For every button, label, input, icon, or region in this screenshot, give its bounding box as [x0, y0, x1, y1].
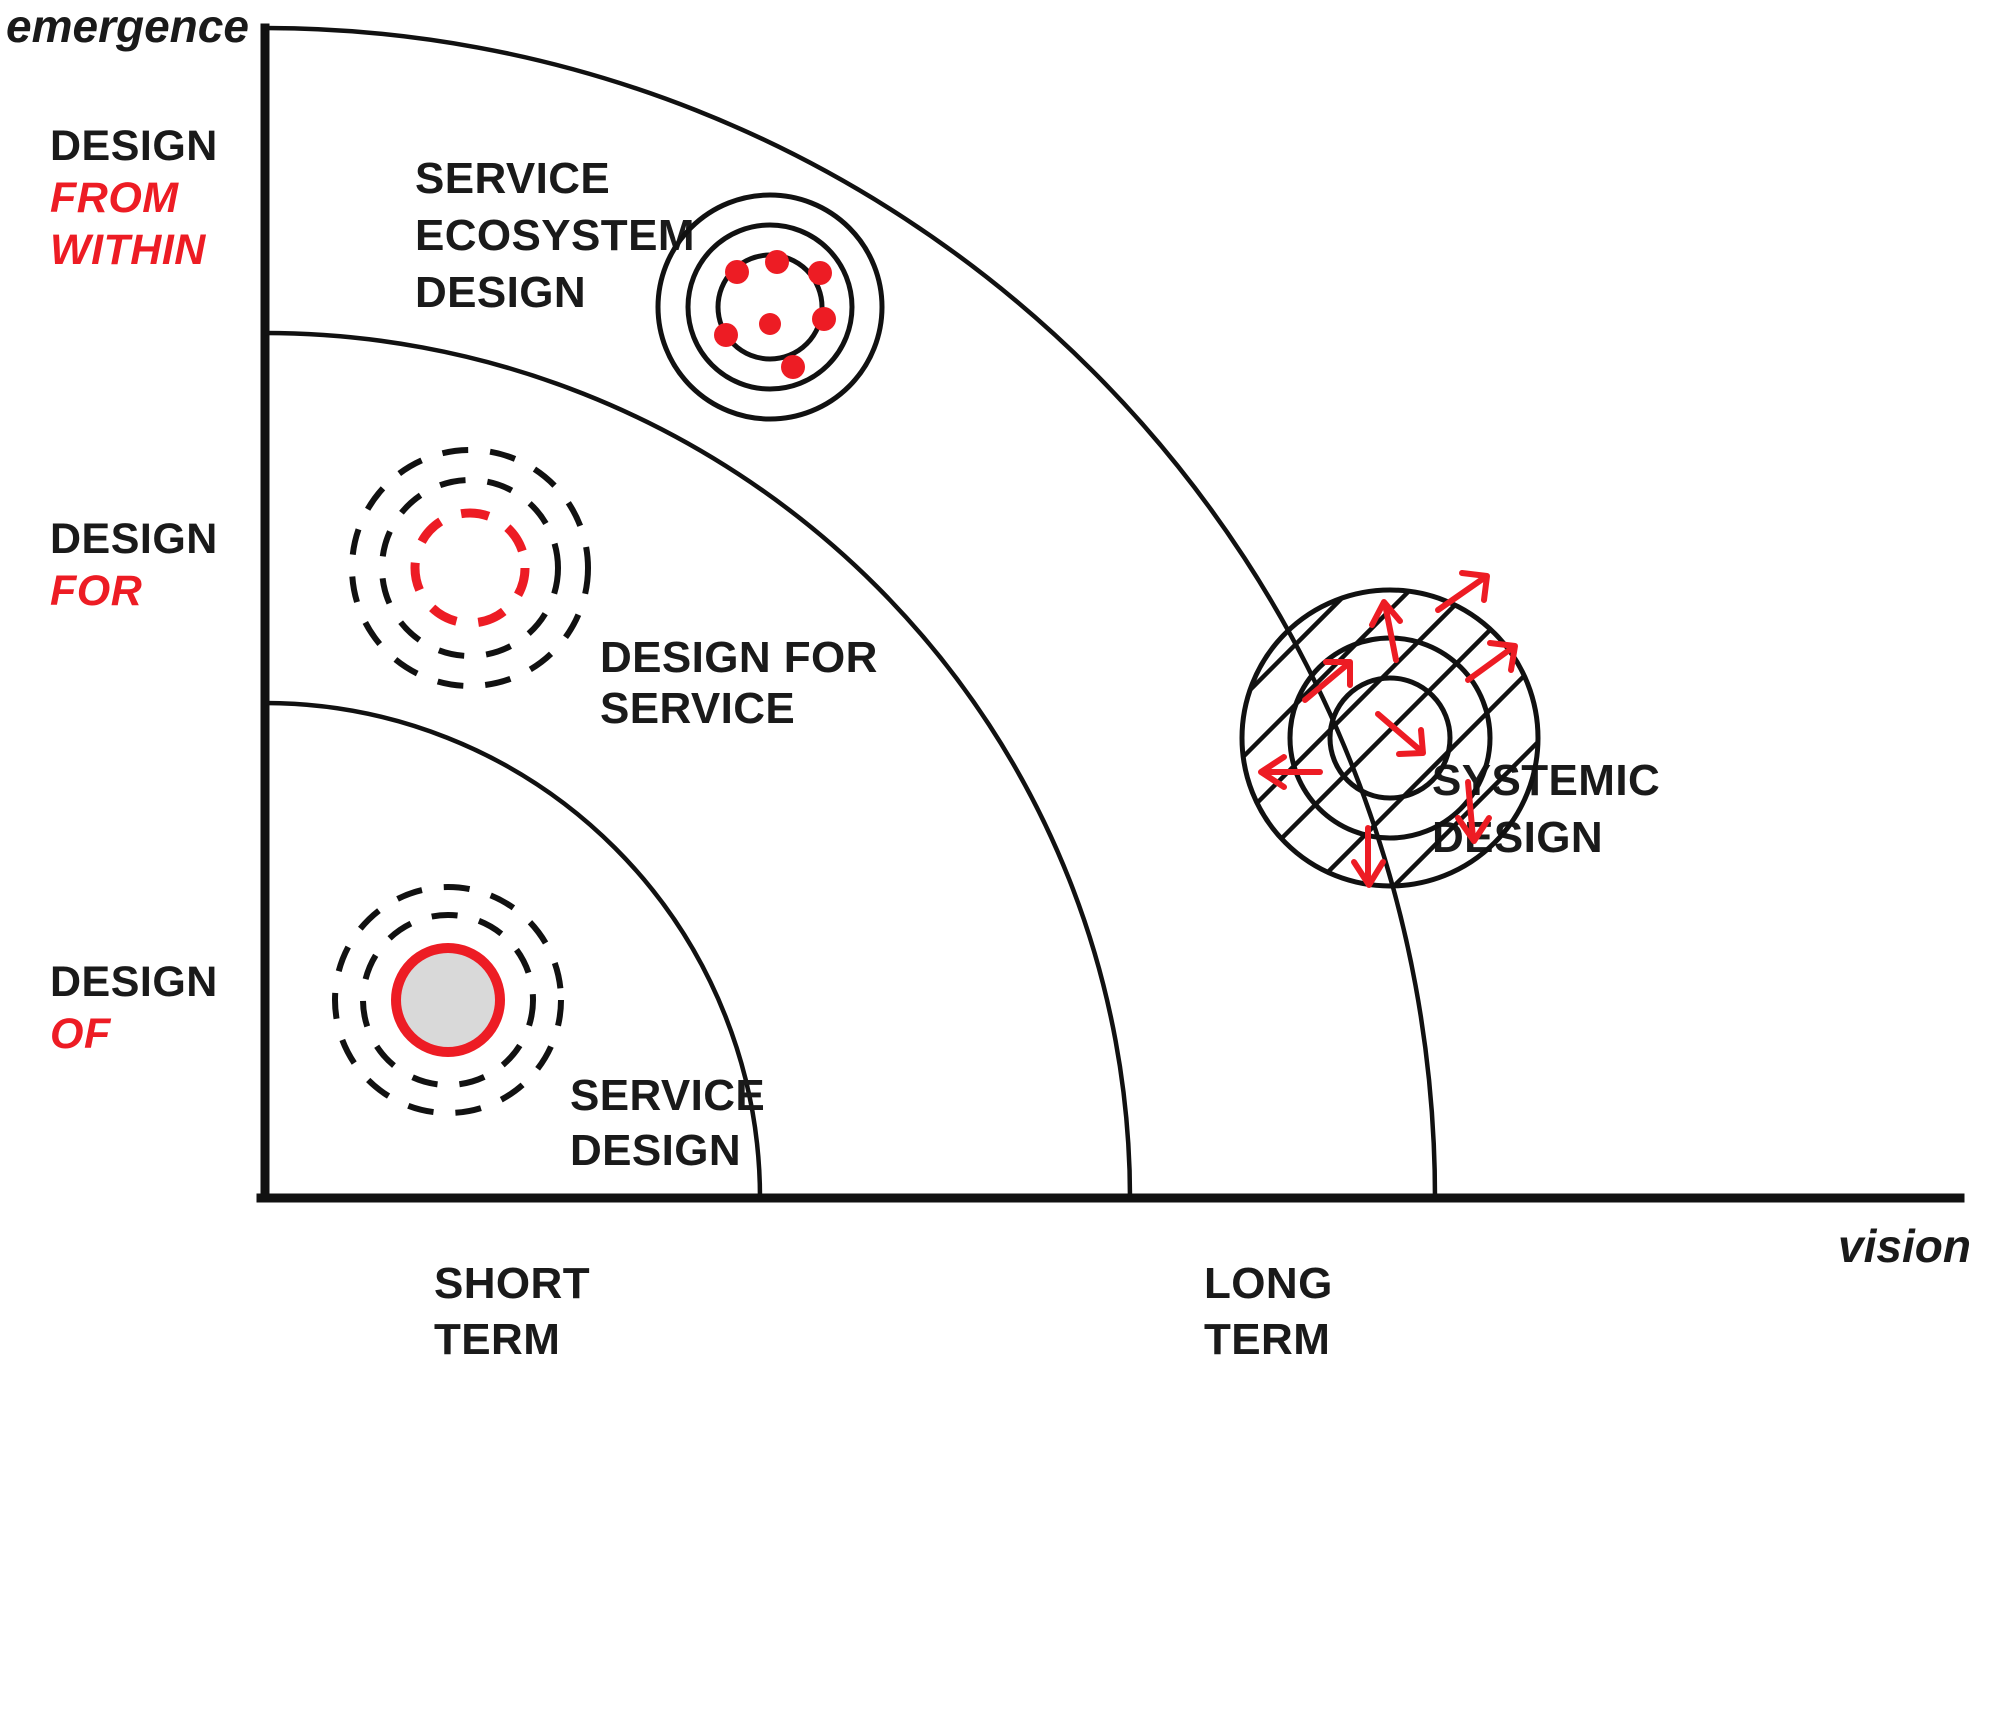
tier-label-for-red1: FOR: [50, 567, 142, 615]
concentric-solid-rings-with-red-nodes-icon: [655, 192, 885, 422]
arc-outer: [264, 25, 1438, 1199]
x-tick-long-term-line-1: LONG: [1204, 1259, 1333, 1308]
zone-label-service-design: SERVICE DESIGN: [570, 1071, 765, 1175]
zone-label-design-for-service: DESIGN FOR SERVICE: [600, 633, 878, 733]
x-axis-title: vision: [1838, 1220, 1971, 1272]
concentric-dashed-rings-red-core-icon: [349, 447, 591, 689]
tier-label-of-red1: OF: [50, 1010, 112, 1058]
x-tick-short-term: SHORT TERM: [434, 1259, 590, 1364]
zone-label-service-ecosystem-design: SERVICE ECOSYSTEM DESIGN: [415, 154, 695, 317]
tier-label-of-word: DESIGN: [50, 958, 218, 1006]
tier-label-from-within-word: DESIGN: [50, 122, 218, 170]
zone-label-line-1: SERVICE: [415, 154, 610, 203]
tier-label-from-within-red2: WITHIN: [50, 226, 206, 274]
hatched-concentric-rings-with-red-arrows-icon: [1239, 570, 1541, 889]
arc-middle: [264, 330, 1133, 1199]
tier-label-of: DESIGN OF: [50, 958, 218, 1058]
x-tick-short-term-line-1: SHORT: [434, 1259, 590, 1308]
x-tick-long-term: LONG TERM: [1204, 1259, 1333, 1364]
zone-label-line-1: DESIGN FOR: [600, 633, 878, 682]
tier-label-for: DESIGN FOR: [50, 515, 218, 615]
tier-label-for-word: DESIGN: [50, 515, 218, 563]
axis-frame: [256, 23, 1965, 1203]
zone-label-line-2: DESIGN: [570, 1126, 741, 1175]
zone-label-line-3: DESIGN: [415, 268, 586, 317]
band-arcs: [264, 25, 1438, 1199]
x-tick-short-term-line-2: TERM: [434, 1315, 560, 1364]
x-tick-long-term-line-2: TERM: [1204, 1315, 1330, 1364]
flow-arrows: [1258, 570, 1518, 888]
tier-label-from-within: DESIGN FROM WITHIN: [50, 122, 218, 274]
filled-core-with-dashed-rings-icon: [332, 884, 564, 1116]
zone-label-line-2: ECOSYSTEM: [415, 211, 695, 260]
tier-label-from-within-red1: FROM: [50, 174, 179, 222]
zone-label-line-1: SERVICE: [570, 1071, 765, 1120]
zone-label-systemic-design: SYSTEMIC DESIGN: [1432, 756, 1660, 862]
y-axis-title: emergence: [6, 0, 249, 52]
zone-label-line-2: SERVICE: [600, 684, 795, 733]
arc-inner: [264, 700, 763, 1199]
